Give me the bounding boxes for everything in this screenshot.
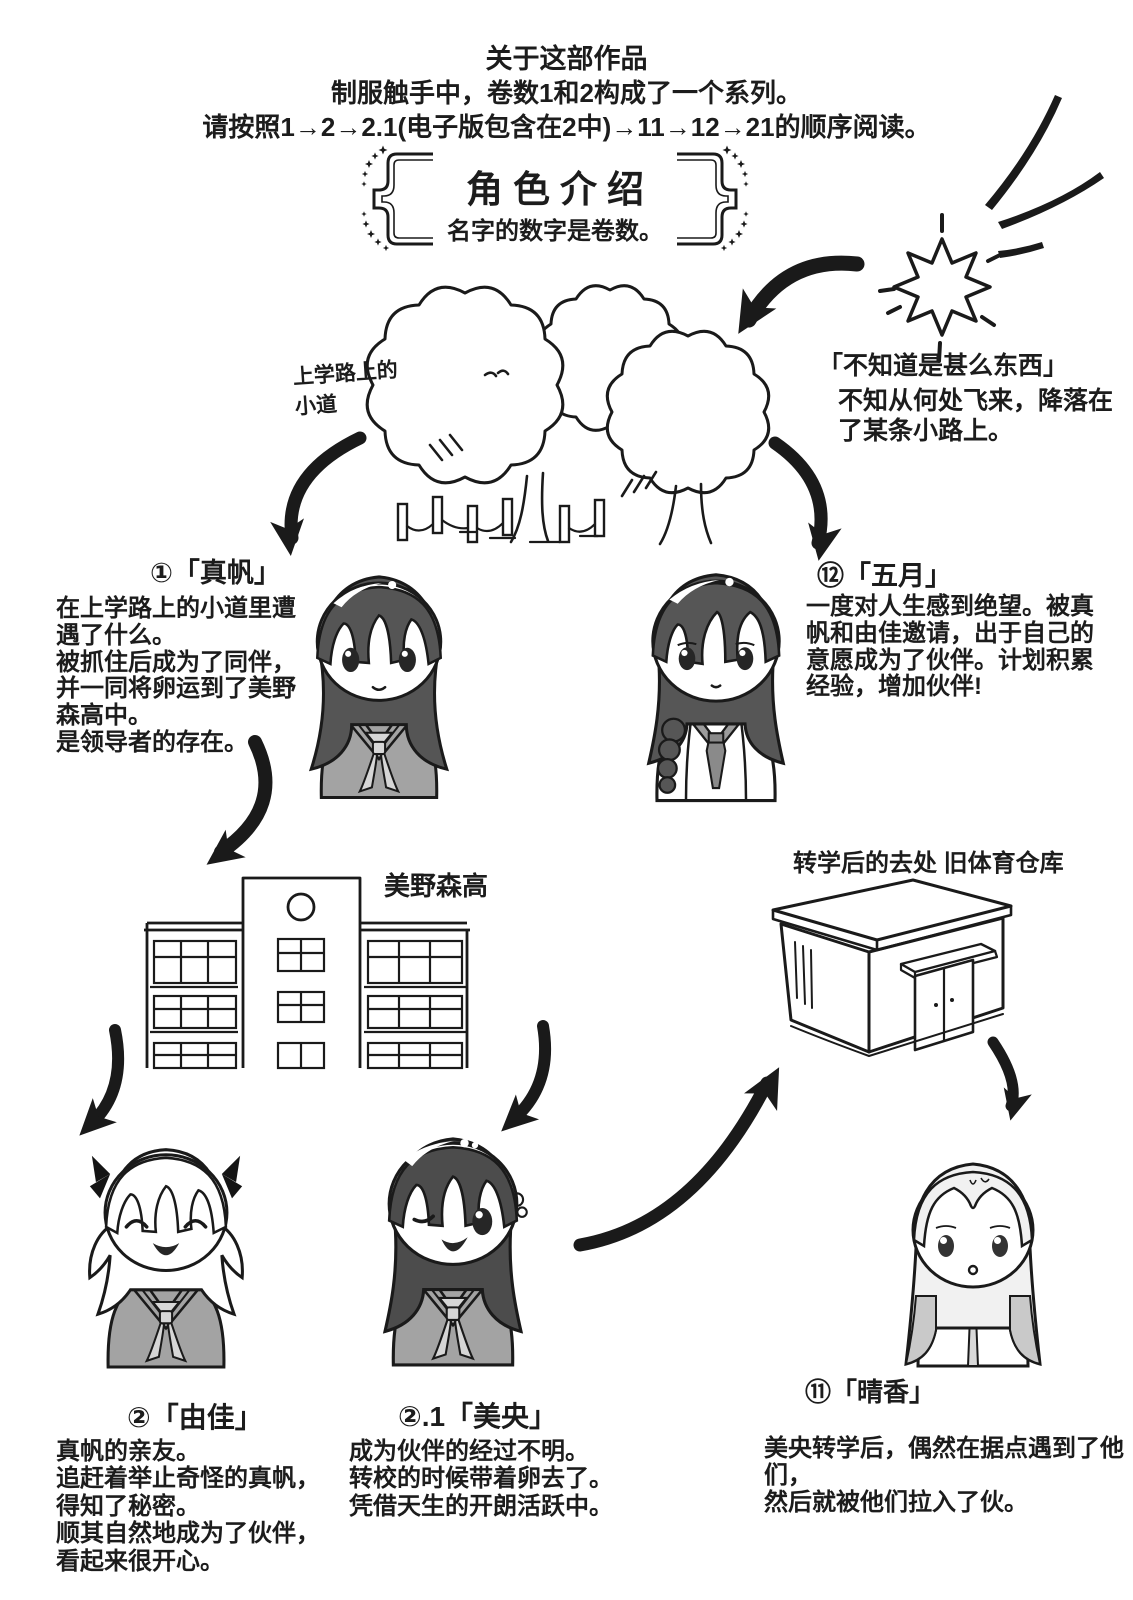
character-label-maho: ①「真帆」: [150, 558, 281, 588]
character-portrait-yuka: [88, 1148, 244, 1369]
desc-line: 真帆的亲友。: [56, 1438, 200, 1465]
intro-line: 请按照1→2→2.1(电子版包含在2中)→11→12→21的顺序阅读。: [202, 112, 931, 142]
curved-arrow-school-to-mio-icon: [489, 1020, 552, 1144]
desc-line: 是领导者的存在。: [56, 728, 248, 756]
unknown-desc-line: 了某条小路上。: [838, 417, 1014, 445]
character-desc-mio: 成为伙伴的经过不明。 转校的时候带着卵去了。 凭借天生的开朗活跃中。: [349, 1438, 613, 1520]
desc-line: 顺其自然地成为了伙伴，: [56, 1520, 320, 1548]
starburst-icon: [878, 213, 1002, 363]
character-desc-satsuki: 一度对人生感到绝望。被真 帆和由佳邀请，出于自己的 意愿成为了伙伴。计划积累 经…: [806, 593, 1094, 701]
character-portrait-satsuki: [646, 573, 786, 803]
character-label-haruka: ⑪「晴香」: [805, 1377, 936, 1407]
character-portrait-maho: [308, 575, 450, 800]
desc-line: 森高中。: [56, 702, 152, 730]
unknown-quote: 「不知道是甚么东西」: [818, 352, 1069, 380]
school-label: 美野森高: [384, 871, 489, 901]
desc-line: 美央转学后，偶然在据点遇到了他: [764, 1435, 1124, 1462]
desc-line: 凭借天生的开朗活跃中。: [349, 1492, 613, 1520]
character-desc-yuka: 真帆的亲友。 追赶着举止奇怪的真帆， 得知了秘密。 顺其自然地成为了伙伴， 看起…: [56, 1438, 320, 1575]
title-banner: 角色介绍 名字的数字是卷数。: [361, 145, 749, 252]
desc-line: 看起来很开心。: [56, 1547, 224, 1575]
curved-arrow-maho-to-school-icon: [196, 735, 273, 879]
desc-line: 转校的时候带着卵去了。: [349, 1465, 613, 1493]
intro-line: 制服触手中，卷数1和2构成了一个系列。: [331, 78, 802, 108]
character-label-satsuki: ⑫「五月」: [817, 561, 952, 591]
school-illustration: [144, 876, 470, 1070]
intro-line: 关于这部作品: [485, 44, 648, 74]
speed-lines-icon: [985, 95, 1104, 258]
banner-title: 角色介绍: [466, 169, 654, 210]
desc-line: 追赶着举止奇怪的真帆，: [56, 1465, 320, 1493]
character-desc-maho: 在上学路上的小道里遭 遇了什么。 被抓住后成为了同伴， 并一同将卵运到了美野 森…: [56, 595, 296, 757]
desc-line: 一度对人生感到绝望。被真: [806, 593, 1094, 620]
banner-subtitle: 名字的数字是卷数。: [447, 218, 663, 245]
curved-arrow-star-to-path-icon: [721, 255, 865, 344]
desc-line: 成为伙伴的经过不明。: [349, 1438, 589, 1465]
desc-line: 然后就被他们拉入了伙。: [764, 1488, 1028, 1516]
desc-line: 被抓住后成为了同伴，: [56, 648, 296, 676]
banner-bracket-left-icon: [361, 145, 433, 252]
desc-line: 并一同将卵运到了美野: [56, 675, 296, 703]
curved-arrow-mio-to-shed-icon: [573, 1058, 796, 1252]
character-label-yuka: ②「由佳」: [127, 1402, 263, 1433]
banner-bracket-right-icon: [677, 145, 749, 252]
trees-illustration: [365, 284, 771, 546]
curved-arrow-path-to-maho-icon: [270, 431, 367, 558]
desc-line: 意愿成为了伙伴。计划积累: [806, 646, 1094, 674]
shed-label: 转学后的去处 旧体育仓库: [793, 850, 1064, 877]
path-label: 上学路上的 小道: [292, 356, 401, 423]
character-portrait-mio: [382, 1137, 528, 1367]
curved-arrow-path-to-satsuki-icon: [768, 436, 842, 564]
character-portrait-haruka: [904, 1162, 1042, 1368]
unknown-object-caption: 「不知道是甚么东西」 不知从何处飞来，降落在 了某条小路上。: [818, 350, 1113, 446]
desc-line: 遇了什么。: [56, 621, 176, 649]
shed-illustration: [771, 878, 1013, 1057]
character-desc-haruka: 美央转学后，偶然在据点遇到了他 们， 然后就被他们拉入了伙。: [764, 1435, 1124, 1516]
character-label-mio: ②.1「美央」: [398, 1401, 558, 1432]
desc-line: 经验，增加伙伴!: [806, 673, 982, 701]
desc-line: 得知了秘密。: [56, 1492, 200, 1520]
curved-arrow-shed-to-haruka-icon: [987, 1036, 1032, 1125]
intro-text: 关于这部作品 制服触手中，卷数1和2构成了一个系列。 请按照1→2→2.1(电子…: [0, 42, 1133, 144]
unknown-desc-line: 不知从何处飞来，降落在: [838, 387, 1114, 415]
desc-line: 们，: [764, 1461, 812, 1489]
curved-arrow-school-to-yuka-icon: [67, 1024, 125, 1148]
desc-line: 在上学路上的小道里遭: [56, 595, 296, 622]
desc-line: 帆和由佳邀请，出于自己的: [806, 619, 1094, 647]
